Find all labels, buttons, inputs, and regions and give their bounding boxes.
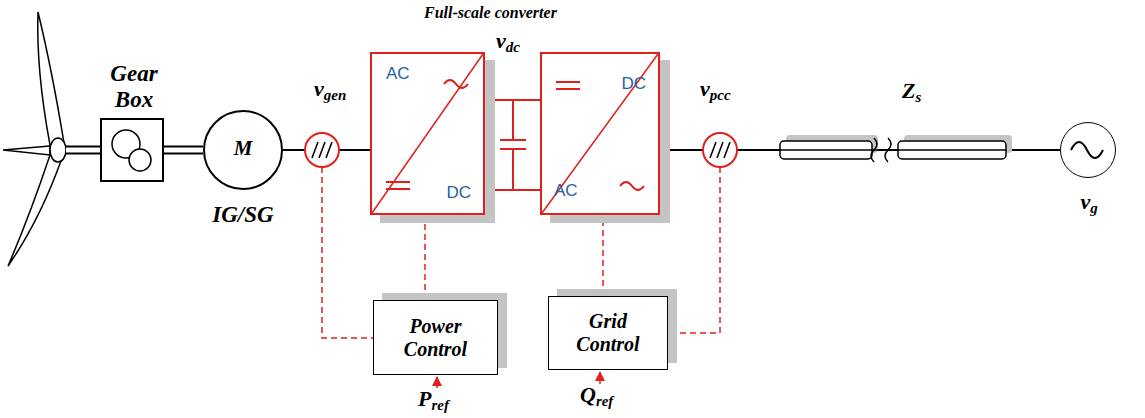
grid-control-box: Grid Control <box>548 296 668 370</box>
drawing-part <box>512 100 514 140</box>
connector <box>164 150 203 151</box>
drawing-part <box>66 146 100 155</box>
drawing-part <box>710 142 716 158</box>
connector <box>425 215 426 300</box>
drawing-part <box>444 80 468 88</box>
machine-symbol: M <box>205 136 281 161</box>
connector-line <box>602 215 604 296</box>
drawing-part <box>38 12 64 145</box>
power-control-box: Power Control <box>373 300 498 375</box>
dc-link-capacitor <box>500 100 526 190</box>
subscript: pcc <box>710 87 731 103</box>
power-control-label: Power Control <box>382 315 489 361</box>
drawing-part <box>1071 142 1103 158</box>
vgen-measurement-line <box>322 167 373 338</box>
subscript: gen <box>324 87 346 103</box>
vpcc-sensor <box>703 133 737 167</box>
line-impedance <box>780 135 1012 162</box>
drawing-part <box>8 155 62 266</box>
subscript: ref <box>596 393 613 409</box>
subscript: ref <box>431 397 448 413</box>
shaft-core <box>164 148 203 153</box>
signal-name: vdc <box>496 28 520 56</box>
drawing-part <box>512 149 514 190</box>
drawing-part <box>3 146 50 155</box>
drawing-part <box>326 142 332 158</box>
reference-name: Pref <box>418 386 449 414</box>
drawing-part <box>703 133 737 167</box>
drawing-part <box>780 149 1006 151</box>
signal-name: vpcc <box>700 76 731 104</box>
qref-arrow <box>599 372 601 384</box>
ac-label: AC <box>386 64 410 84</box>
dc-label: DC <box>621 74 646 94</box>
subscript: s <box>915 89 921 105</box>
turbine-rotor <box>3 12 66 266</box>
drawing-part <box>66 148 101 153</box>
grid-control-label: Grid Control <box>557 310 659 356</box>
node-symbol <box>102 120 162 180</box>
pref-arrow <box>436 377 438 388</box>
impedance-name: Zs <box>902 78 921 106</box>
rectifier-box: AC DC <box>370 52 485 215</box>
drawing-part <box>305 133 339 167</box>
drawing-part <box>500 139 526 141</box>
drawing-part <box>542 54 658 213</box>
rotor-shaft <box>66 150 101 151</box>
connector <box>485 100 540 190</box>
grid-voltage-label: vg <box>1049 189 1129 217</box>
connector <box>603 215 604 296</box>
converter-title: Full-scale converter <box>424 4 557 22</box>
reference-name: Qref <box>580 382 613 410</box>
subscript: g <box>1090 200 1097 216</box>
shaft-outline <box>164 146 203 155</box>
ac-label: AC <box>554 181 578 201</box>
signal-name: vgen <box>314 76 346 104</box>
vgen-sensor <box>305 133 339 167</box>
drawing-part <box>312 142 318 158</box>
drawing-part <box>372 54 483 213</box>
drawing-part <box>556 88 580 90</box>
drawing-part <box>386 188 410 190</box>
gearbox-label: Gear Box <box>92 61 176 112</box>
dc-label: DC <box>446 183 471 203</box>
drawing-part <box>556 81 580 83</box>
connector-line <box>424 215 426 300</box>
drawing-part <box>50 138 66 162</box>
generator-circle: MIG/SG <box>203 110 283 190</box>
inverter-box: DC AC <box>540 52 660 215</box>
drawing-part <box>386 181 410 183</box>
drawing-part <box>129 149 151 171</box>
grid-source-circle: vg <box>1060 122 1116 178</box>
gearbox-box: Gear Box <box>100 118 164 182</box>
drawing-part <box>319 142 325 158</box>
drawing-part <box>724 142 730 158</box>
node-symbol <box>1061 123 1115 177</box>
subscript: dc <box>506 39 520 55</box>
generator-type-label: IG/SG <box>180 202 306 228</box>
drawing-part <box>717 142 723 158</box>
drawing-part <box>620 182 644 190</box>
vpcc-measurement-line <box>668 167 720 333</box>
